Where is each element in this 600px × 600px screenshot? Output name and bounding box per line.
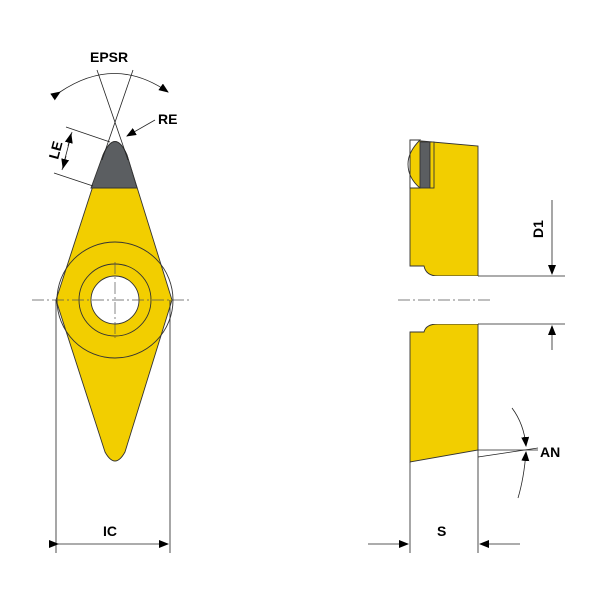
- side-tip-strip: [429, 141, 435, 189]
- le-extension-bottom: [53, 172, 94, 187]
- le-arrow-top: [64, 133, 73, 147]
- le-extension-top: [65, 126, 111, 143]
- epsr-label: EPSR: [90, 49, 128, 65]
- le-arrow-bottom: [61, 155, 70, 169]
- an-label: AN: [540, 444, 560, 460]
- side-view: D1 AN S: [368, 139, 565, 553]
- side-tip-band: [419, 141, 431, 189]
- ic-label: IC: [103, 523, 117, 539]
- insert-tip: [90, 141, 138, 189]
- an-arc-bottom: [517, 451, 530, 499]
- side-body-lower: [409, 323, 479, 463]
- le-label: LE: [45, 139, 65, 160]
- epsr-arc: [50, 73, 169, 101]
- re-label: RE: [158, 111, 177, 127]
- s-label: S: [437, 523, 446, 539]
- d1-label: D1: [530, 220, 546, 238]
- an-arc-top: [511, 407, 530, 447]
- front-view: EPSR RE LE IC: [32, 49, 192, 553]
- side-notch: [407, 139, 422, 189]
- re-leader: [126, 119, 156, 137]
- an-extension-angled: [477, 447, 539, 458]
